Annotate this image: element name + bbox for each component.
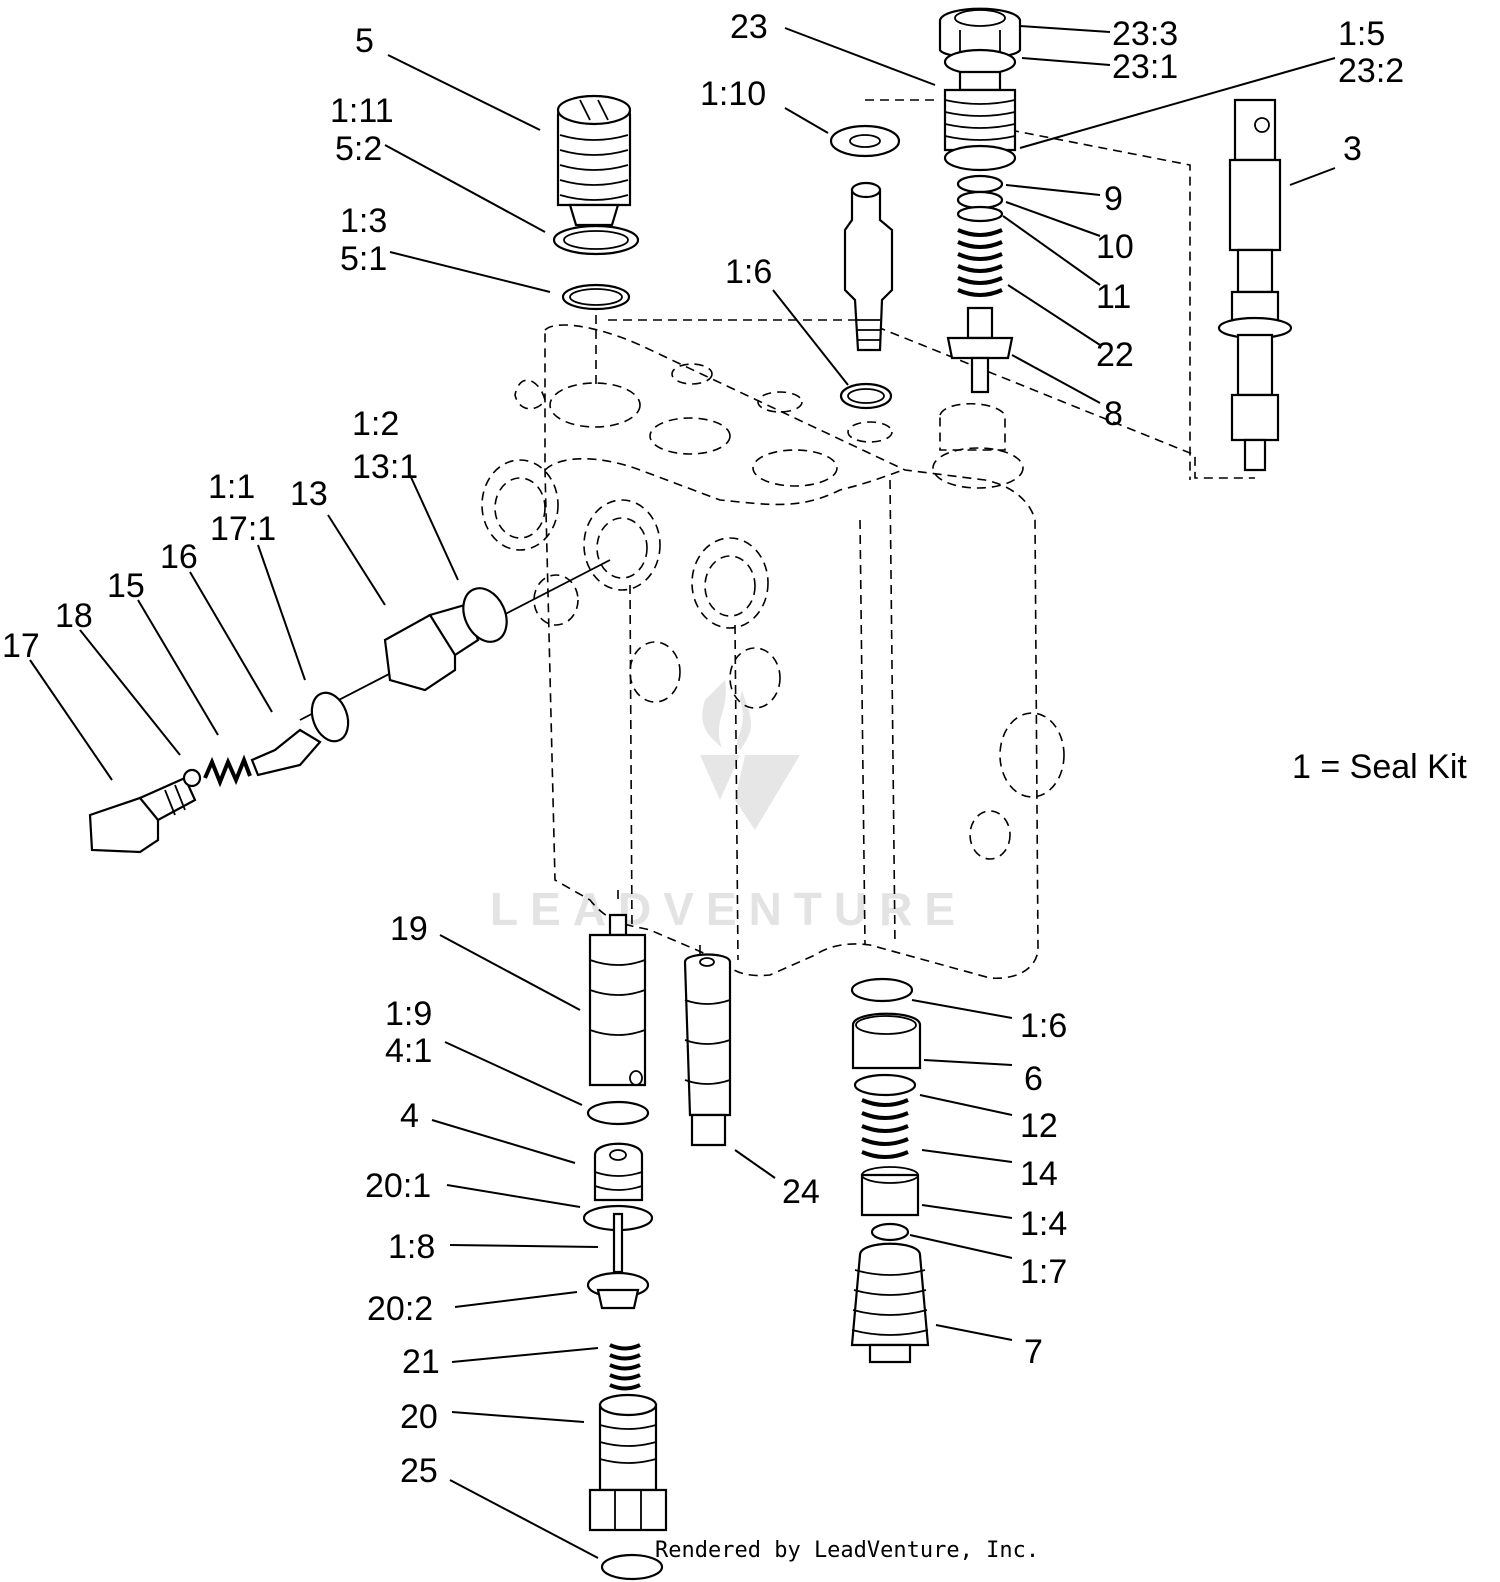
label-25: 25 [400,1452,438,1490]
label-13: 13 [290,475,328,513]
label-5-1: 5:1 [340,240,387,278]
label-8: 8 [1104,395,1123,433]
label-23-3: 23:3 [1112,15,1178,53]
part-25-cap [600,1553,664,1581]
part-10-ring [956,190,1004,210]
label-10: 10 [1096,228,1134,266]
part-spool-upper [843,181,894,352]
part-19-spool [588,913,647,1087]
part-1-6-oring-upper [839,382,893,410]
part-23-3-nut [938,7,1022,59]
legend-seal-kit: 1 = Seal Kit [1292,748,1467,786]
part-11-ring [956,205,1004,223]
label-20: 20 [400,1398,438,1436]
part-1-2-oring [462,587,508,643]
label-11: 11 [1096,278,1131,316]
part-5-plug [556,94,632,227]
label-1-1: 1:1 [208,468,255,506]
part-9-ring [956,174,1004,194]
part-3-rod [1217,98,1293,472]
label-5-2: 5:2 [335,130,382,168]
part-1-5-oring [943,144,1017,172]
part-15-spring [203,754,252,788]
label-1-5: 1:5 [1338,15,1385,53]
label-9: 9 [1104,180,1123,218]
label-1-2: 1:2 [352,405,399,443]
label-1-8: 1:8 [388,1228,435,1266]
part-1-4-ring [860,1166,920,1217]
label-1-6-upper: 1:6 [725,253,772,291]
label-23: 23 [730,8,768,46]
part-16-poppet [250,728,322,777]
label-5: 5 [355,22,374,60]
part-1-10-washer [829,124,901,158]
label-4: 4 [400,1097,419,1135]
part-21-spring [609,1343,641,1391]
part-24-spool [683,953,732,1147]
part-8-poppet [946,306,1014,394]
watermark-logo-icon [700,680,800,830]
part-7-plug [850,1242,930,1364]
callout-labels: 5 1:11 5:2 1:3 5:1 23 1:10 23:3 23:1 1:5… [2,8,1467,1490]
label-23-2: 23:2 [1338,52,1404,90]
label-13-1: 13:1 [352,448,418,486]
label-4-1: 4:1 [385,1032,432,1070]
leader-lines [29,25,1336,1559]
part-12-ring [853,1073,917,1097]
label-20-2: 20:2 [367,1290,433,1328]
part-18-ball [182,768,202,788]
label-1-6-lower: 1:6 [1020,1007,1067,1045]
footer-rendered-by: Rendered by LeadVenture, Inc. [655,1538,1039,1563]
part-6-sleeve [851,1012,922,1070]
label-17-1: 17:1 [210,510,276,548]
part-23-1-washer [943,48,1017,76]
label-23-1: 23:1 [1112,48,1178,86]
label-22: 22 [1096,336,1134,374]
label-6: 6 [1024,1060,1043,1098]
label-15: 15 [107,567,145,605]
label-7: 7 [1024,1333,1043,1371]
label-14: 14 [1020,1155,1058,1193]
part-1-9-oring [586,1100,650,1126]
part-22-spring [957,228,1003,297]
label-18: 18 [55,597,93,635]
label-21: 21 [402,1343,440,1381]
label-12: 12 [1020,1107,1058,1145]
part-4-seat [593,1142,644,1202]
label-1-4: 1:4 [1020,1205,1067,1243]
label-3: 3 [1343,130,1362,168]
label-19: 19 [390,910,428,948]
label-1-10: 1:10 [700,75,766,113]
label-1-11: 1:11 [330,92,394,130]
label-20-1: 20:1 [365,1167,431,1205]
part-14-spring [861,1098,909,1159]
label-1-9: 1:9 [385,995,432,1033]
part-1-1-oring [310,691,350,743]
part-20-plug [588,1393,668,1532]
label-1-7: 1:7 [1020,1253,1067,1291]
part-1-7-oring [870,1222,910,1242]
part-1-6-oring-lower [850,977,914,1003]
part-20-2-poppet [586,1212,650,1310]
part-23-body [943,70,1017,152]
label-17: 17 [2,627,40,665]
watermark-brand: LEADVENTURE [490,883,967,935]
valve-body [481,324,1065,980]
label-16: 16 [160,538,198,576]
label-1-3: 1:3 [340,202,387,240]
label-24: 24 [782,1173,820,1211]
part-17-plug [88,776,197,854]
